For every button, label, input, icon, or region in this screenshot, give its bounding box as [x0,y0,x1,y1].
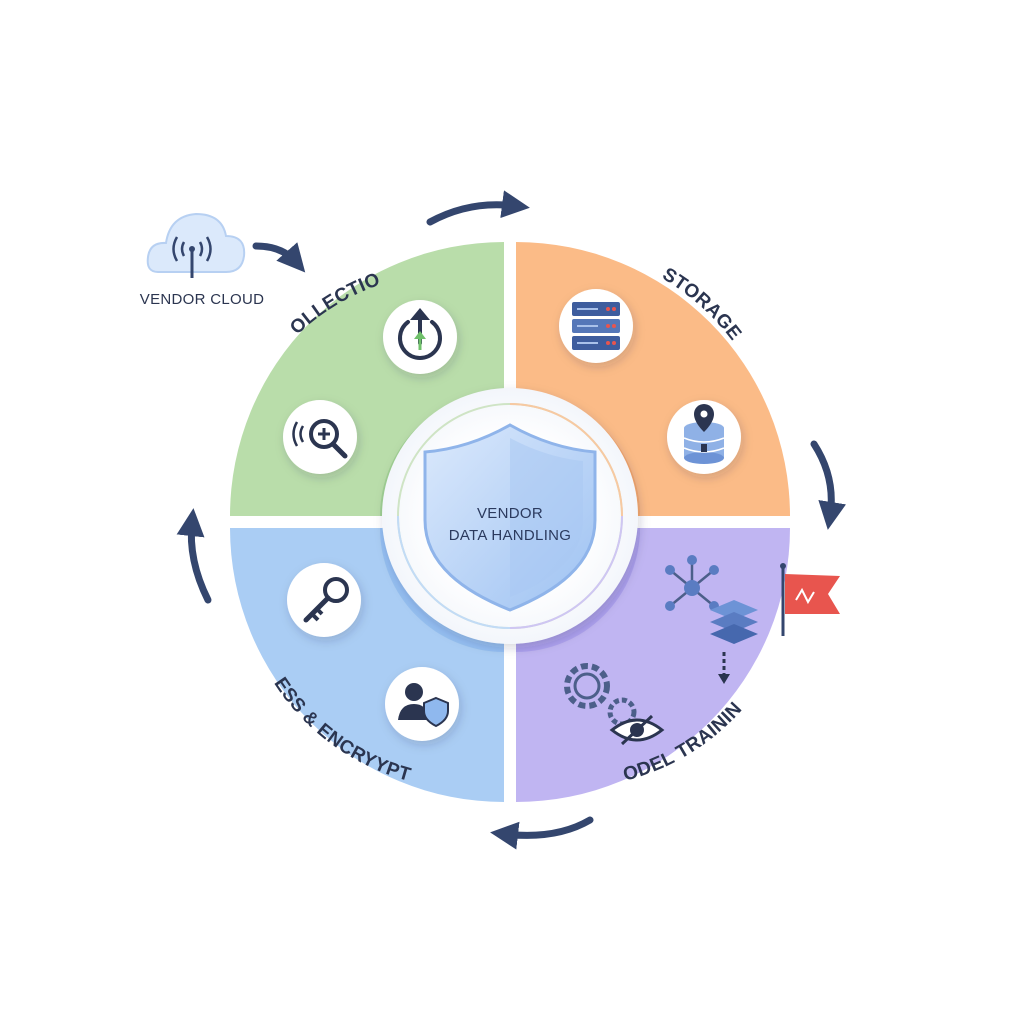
key-icon [287,563,361,637]
database-location-icon [667,400,741,474]
network-nodes-icon [665,555,719,611]
signal-search-icon [283,400,357,474]
center-title-line2: DATA HANDLING [449,527,572,544]
hidden-eye-icon [609,714,665,746]
flow-arrows [176,190,847,850]
arrow-cloud-to-collection [252,242,306,273]
red-flag-icon [780,563,840,636]
collection-label: COLLECTION [0,0,383,339]
arrow-training-to-access [490,816,594,850]
cloud-wireless-icon [146,212,246,278]
center-title-line1: VENDOR [477,505,543,522]
arrow-access-to-collection [176,508,212,604]
arrow-storage-to-training [810,440,847,530]
arrow-collection-to-storage [426,190,530,226]
upload-power-icon [383,300,457,374]
shield-icon [423,423,597,612]
server-rack-icon [559,289,633,363]
vendor-cloud-label: VENDOR CLOUD [140,291,264,308]
user-shield-icon [385,667,459,741]
data-layers-icon [710,600,758,684]
